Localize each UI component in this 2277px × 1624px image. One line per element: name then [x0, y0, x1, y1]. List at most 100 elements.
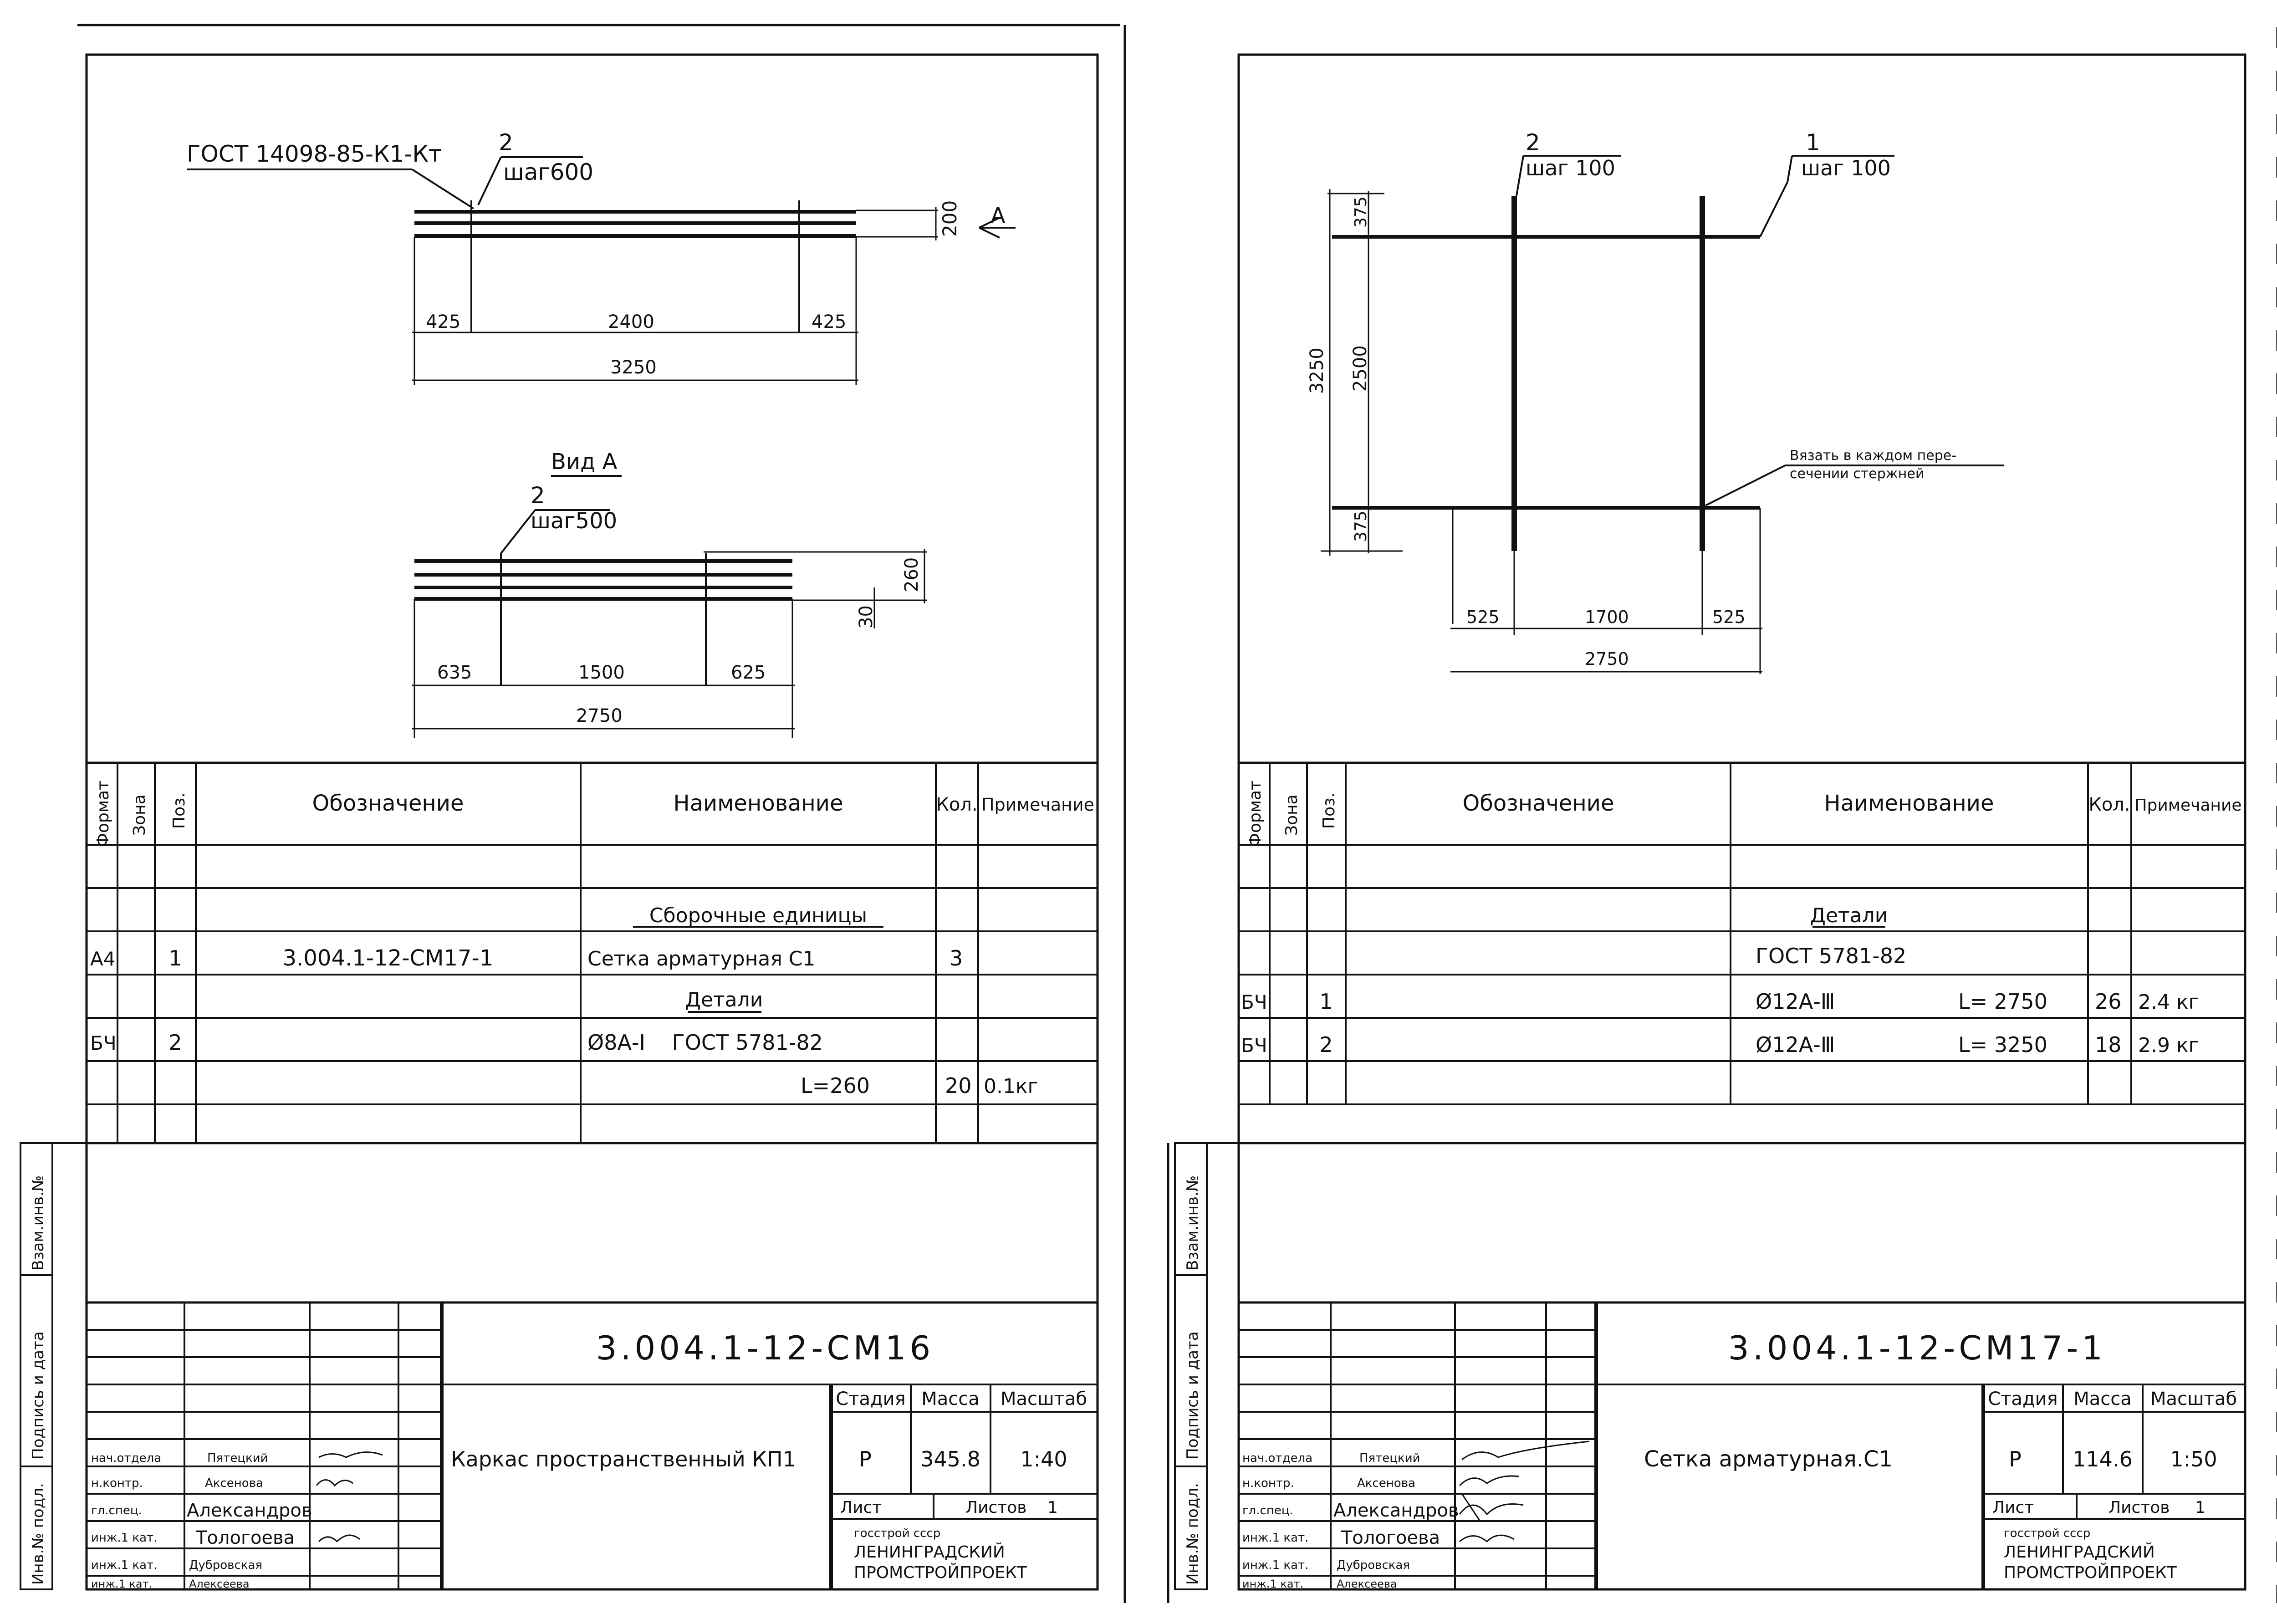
- pos-1-leader-b: [1787, 155, 1793, 183]
- staff-role: н.контр.: [91, 1476, 143, 1490]
- signature-mark: [318, 1534, 360, 1543]
- doc-code: 3.004.1-12-СМ16: [596, 1329, 934, 1367]
- header-qty: Кол.: [2088, 794, 2130, 815]
- spec-row-name: Ø8А-I ГОСТ 5781-82: [587, 1030, 823, 1055]
- staff-name: Александров: [1333, 1500, 1459, 1521]
- pos-1-leader: [1759, 182, 1788, 237]
- left-frame: [85, 53, 1099, 1591]
- mass-label: Масса: [921, 1389, 980, 1410]
- staff-role: инж.1 кат.: [1242, 1578, 1303, 1590]
- stage-value: Р: [2009, 1447, 2022, 1471]
- dim-525-right: 525: [1712, 607, 1746, 627]
- dim-3250: 3250: [610, 357, 657, 378]
- tie-note-1: Вязать в каждом пере-: [1790, 448, 1956, 464]
- side-label-inv: Инв.№ подл.: [29, 1483, 47, 1585]
- section-arrow-a: [979, 217, 1000, 229]
- pos-1-label: 1: [1806, 129, 1820, 156]
- left-drawing: ГОСТ 14098-85-К1-Кт 2 шаг600 200 А 425: [187, 129, 1016, 738]
- staff-role: нач.отдела: [1242, 1451, 1312, 1465]
- staff-role: инж.1 кат.: [1242, 1531, 1308, 1545]
- spec-row-name: Ø12А-Ⅲ: [1756, 989, 1835, 1014]
- pos-2-view-leader: [500, 509, 536, 554]
- spec-row-pos: 1: [1319, 989, 1333, 1014]
- callout-leader: [411, 169, 475, 209]
- dim-260: 260: [901, 557, 922, 592]
- dim-525-left: 525: [1466, 607, 1500, 627]
- left-title-block: 3.004.1-12-СМ16 Каркас пространственный …: [87, 1301, 1098, 1590]
- staff-name: Дубровская: [1337, 1558, 1410, 1572]
- dim-425-right: 425: [812, 312, 846, 332]
- left-sheet: ГОСТ 14098-85-К1-Кт 2 шаг600 200 А 425: [20, 24, 1126, 1603]
- side-label-podpis: Подпись и дата: [1184, 1331, 1202, 1460]
- scale-label: Масштаб: [1001, 1389, 1087, 1410]
- section-details: Детали: [685, 988, 763, 1011]
- dim-3250: 3250: [1307, 347, 1327, 394]
- tie-note-2: сечении стержней: [1790, 466, 1924, 482]
- tie-note-leader: [1705, 465, 1786, 506]
- sheet-label: Лист: [840, 1498, 882, 1517]
- staff-name: Пятецкий: [207, 1451, 268, 1465]
- spec-row-qty: 3: [950, 946, 963, 970]
- scale-value: 1:40: [1020, 1447, 1067, 1471]
- spec-row-name: ГОСТ 5781-82: [1756, 944, 1906, 968]
- dim-2500: 2500: [1350, 345, 1371, 392]
- side-label-vzam: Взам.инв.№: [29, 1175, 47, 1271]
- staff-role: гл.спец.: [91, 1504, 142, 1517]
- spec-row-designation: 3.004.1-12-СМ17-1: [283, 945, 494, 971]
- staff-name: Дубровская: [189, 1558, 262, 1572]
- org-line-1: госстрой ссср: [854, 1527, 940, 1540]
- pitch-view-label: шаг500: [531, 508, 617, 534]
- scale-label: Масштаб: [2150, 1389, 2237, 1410]
- spec-row-note: 2.4 кг: [2138, 991, 2199, 1014]
- header-pos: Поз.: [1320, 792, 1338, 829]
- spec-row-pos: 1: [168, 946, 182, 970]
- pos-2-view-label: 2: [531, 482, 545, 509]
- sheets-label: Листов: [965, 1498, 1026, 1517]
- staff-name: Александров: [187, 1500, 312, 1521]
- stage-label: Стадия: [1988, 1389, 2057, 1410]
- header-designation: Обозначение: [1462, 791, 1614, 816]
- stage-value: Р: [859, 1447, 872, 1471]
- staff-role: гл.спец.: [1242, 1504, 1293, 1517]
- doc-title: Сетка арматурная.С1: [1644, 1446, 1893, 1472]
- staff-role: инж.1 кат.: [91, 1558, 157, 1572]
- header-format: Формат: [1246, 781, 1265, 847]
- section-details: Детали: [1810, 904, 1888, 927]
- view-a-title: Вид А: [551, 449, 618, 475]
- pos-2-leader: [1516, 155, 1524, 196]
- header-note: Примечание: [2134, 796, 2241, 815]
- scale-value: 1:50: [2170, 1447, 2217, 1471]
- staff-name: Алексеева: [189, 1578, 250, 1590]
- staff-name: Аксенова: [205, 1476, 263, 1490]
- org-line-3: ПРОМСТРОЙПРОЕКТ: [854, 1563, 1027, 1582]
- section-assemblies: Сборочные единицы: [649, 904, 867, 927]
- dim-1500: 1500: [578, 662, 625, 683]
- staff-role: н.контр.: [1242, 1476, 1294, 1490]
- header-designation: Обозначение: [312, 791, 464, 816]
- spec-row-length: L= 3250: [1958, 1032, 2047, 1057]
- staff-name: Тологоева: [195, 1527, 295, 1548]
- right-spec-table: Формат Зона Поз. Обозначение Наименовани…: [1239, 761, 2245, 1144]
- org-line-1: госстрой ссср: [2004, 1527, 2090, 1540]
- dim-1700: 1700: [1585, 607, 1629, 627]
- right-side-stamp: Взам.инв.№ Подпись и дата Инв.№ подл.: [1174, 1142, 1239, 1590]
- spec-row-note: 0.1кг: [984, 1075, 1038, 1098]
- doc-title: Каркас пространственный КП1: [451, 1447, 796, 1471]
- pitch-label: шаг600: [503, 159, 593, 185]
- sheets-value: 1: [1047, 1498, 1058, 1517]
- dim-2750: 2750: [1585, 649, 1629, 669]
- staff-role: инж.1 кат.: [1242, 1558, 1308, 1572]
- signature-mark: [1459, 1475, 1519, 1486]
- right-title-block: 3.004.1-12-СМ17-1 Сетка арматурная.С1 Ст…: [1239, 1301, 2245, 1590]
- signature-mark: [1461, 1440, 1590, 1461]
- sheets-label: Листов: [2109, 1498, 2170, 1517]
- section-mark: А: [990, 203, 1006, 229]
- side-label-inv: Инв.№ подл.: [1184, 1483, 1202, 1585]
- signature-mark: [1459, 1493, 1524, 1522]
- mass-label: Масса: [2073, 1389, 2132, 1410]
- header-pos: Поз.: [170, 792, 189, 829]
- staff-name: Аксенова: [1357, 1476, 1415, 1490]
- spec-row-length: L= 2750: [1958, 989, 2047, 1014]
- signature-mark: [316, 1479, 353, 1487]
- staff-role: инж.1 кат.: [91, 1531, 157, 1545]
